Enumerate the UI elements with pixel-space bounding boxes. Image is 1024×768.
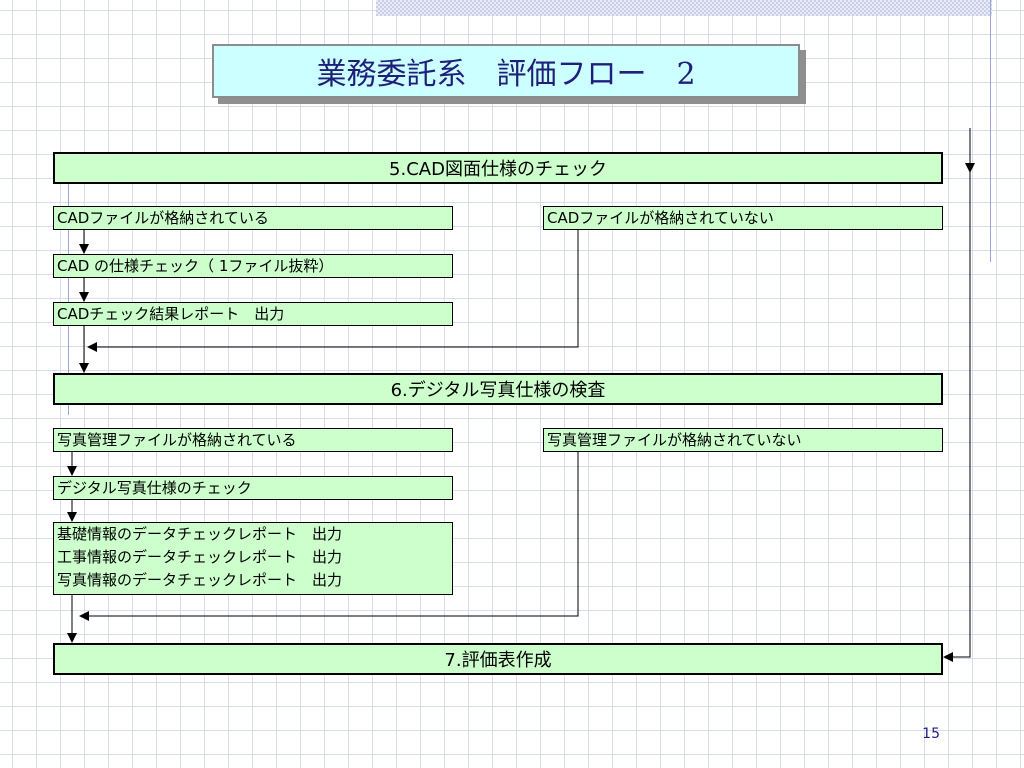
arrow-photo-skip	[79, 452, 579, 621]
arrow-cad-skip	[87, 230, 579, 352]
photo-report-outputs: 基礎情報のデータチェックレポート 出力 工事情報のデータチェックレポート 出力 …	[53, 522, 453, 595]
cad-spec-check: CAD の仕様チェック（ 1ファイル抜粋）	[53, 254, 453, 278]
page-number: 15	[922, 726, 940, 742]
header-decoration-band	[376, 0, 992, 16]
report-construction-info: 工事情報のデータチェックレポート 出力	[57, 548, 343, 566]
section-cad-heading: 5.CAD図面仕様のチェック	[53, 152, 943, 184]
photo-branch-not-stored: 写真管理ファイルが格納されていない	[543, 428, 943, 452]
right-decoration-line	[990, 0, 991, 262]
section-photo-heading: 6.デジタル写真仕様の検査	[53, 373, 943, 405]
slide-title: 業務委託系 評価フロー 2	[212, 44, 800, 98]
report-photo-info: 写真情報のデータチェックレポート 出力	[57, 571, 343, 589]
left-decoration-line	[68, 183, 69, 415]
photo-spec-check: デジタル写真仕様のチェック	[53, 476, 453, 500]
cad-branch-not-stored: CADファイルが格納されていない	[543, 206, 943, 230]
cad-branch-stored: CADファイルが格納されている	[53, 206, 453, 230]
arrow-right-bypass	[943, 172, 971, 662]
section-evaluation-heading: 7.評価表作成	[53, 643, 943, 675]
cad-report-output: CADチェック結果レポート 出力	[53, 302, 453, 326]
photo-branch-stored: 写真管理ファイルが格納されている	[53, 428, 453, 452]
report-basic-info: 基礎情報のデータチェックレポート 出力	[57, 525, 343, 543]
